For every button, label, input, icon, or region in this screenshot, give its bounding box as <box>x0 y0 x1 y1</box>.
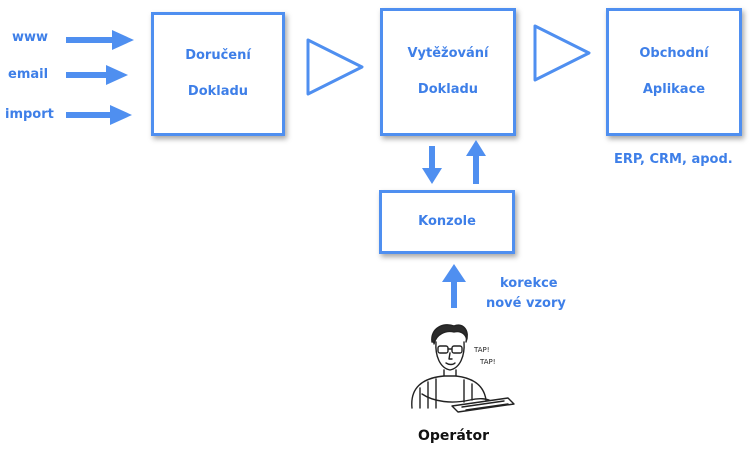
operator-label: Operátor <box>418 428 489 444</box>
tap-text-1: TAP! <box>473 346 490 354</box>
operator-illustration: TAP! TAP! <box>411 324 515 413</box>
input-label-email: email <box>8 67 49 82</box>
tap-text-2: TAP! <box>479 358 496 366</box>
box-obchodni-line1: Obchodní <box>639 46 709 61</box>
input-arrows <box>66 30 134 125</box>
arrow-up-icon <box>442 264 466 308</box>
korekce-label: korekce <box>500 276 558 291</box>
arrow-up-icon <box>466 140 486 184</box>
flow-triangle-1 <box>306 38 364 96</box>
nove-vzory-label: nové vzory <box>486 296 566 311</box>
box-vytezovani-line1: Vytěžování <box>407 46 489 61</box>
box-doruceni-line2: Dokladu <box>187 84 249 99</box>
box-doruceni-dokladu: Doručení Dokladu <box>151 12 285 136</box>
box-obchodni-line2: Aplikace <box>642 82 706 97</box>
box-obchodni-aplikace: Obchodní Aplikace <box>606 8 742 136</box>
arrow-down-icon <box>422 146 442 184</box>
arrow-right-icon <box>66 65 128 85</box>
operator-up-arrow <box>442 264 466 308</box>
box-konzole-label: Konzole <box>418 214 476 229</box>
input-label-www: www <box>12 30 49 45</box>
box-doruceni-line1: Doručení <box>185 48 251 63</box>
box-vytezovani-line2: Dokladu <box>417 82 479 97</box>
box-vytezovani-dokladu: Vytěžování Dokladu <box>380 8 516 136</box>
input-label-import: import <box>5 107 54 122</box>
arrow-right-icon <box>66 30 134 50</box>
apps-label: ERP, CRM, apod. <box>614 152 733 167</box>
flow-triangle-2 <box>533 24 591 82</box>
arrow-right-icon <box>66 105 132 125</box>
box-konzole: Konzole <box>379 190 515 254</box>
sync-arrows <box>422 140 486 184</box>
